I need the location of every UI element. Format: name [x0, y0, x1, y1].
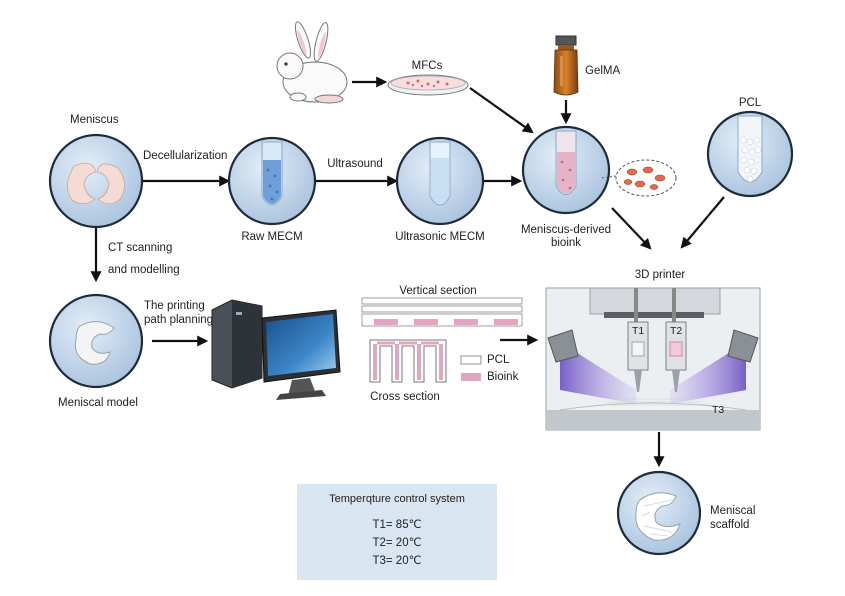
label-pcl: PCL	[738, 97, 762, 109]
label-t2: T2	[670, 325, 683, 337]
temperature-t1: T1= 85℃	[372, 519, 422, 531]
temperature-t3: T3= 20℃	[372, 555, 422, 567]
cells-inset	[601, 159, 677, 197]
pcl-circle	[706, 110, 794, 198]
label-ct-line2: and modelling	[108, 264, 180, 276]
vertical-section-diagram	[361, 297, 523, 327]
gelma-vial	[553, 35, 579, 96]
temperature-t2: T2= 20℃	[372, 537, 422, 549]
label-planning-line1: The printing	[144, 300, 205, 312]
label-ultrasound: Ultrasound	[327, 158, 383, 170]
label-planning-line2: path planning	[144, 314, 214, 326]
computer-illustration	[211, 299, 341, 400]
printer-illustration	[545, 287, 761, 431]
temperature-control-panel: Temperqture control system T1= 85℃ T2= 2…	[297, 484, 497, 580]
label-cross-section: Cross section	[370, 391, 440, 403]
label-meniscal-model: Meniscal model	[58, 397, 138, 409]
legend-pcl-label: PCL	[487, 354, 510, 366]
temperature-panel-title: Temperqture control system	[329, 493, 465, 505]
arrows	[90, 76, 725, 468]
petri-dish	[387, 74, 469, 96]
label-scaffold-line1: Meniscal	[710, 505, 756, 517]
label-t3: T3	[712, 404, 725, 416]
nozzle-t2	[665, 288, 687, 392]
section-legend	[460, 355, 482, 381]
label-mfcs: MFCs	[411, 60, 443, 72]
cross-section-diagram	[369, 339, 447, 383]
legend-bioink-label: Bioink	[487, 371, 519, 383]
label-ultrasonic-mecm: Ultrasonic MECM	[395, 231, 485, 243]
meniscus-circle	[48, 133, 144, 229]
bioink-circle	[521, 125, 611, 215]
label-decellularization: Decellularization	[143, 150, 228, 162]
arrow-mfcs-to-bioink	[469, 87, 534, 134]
rabbit-illustration	[276, 21, 348, 104]
label-bioink-line2: bioink	[550, 237, 582, 249]
label-ct-line1: CT scanning	[108, 242, 173, 254]
label-vertical-section: Vertical section	[399, 285, 477, 297]
label-meniscus: Meniscus	[70, 114, 119, 126]
label-raw-mecm: Raw MECM	[241, 231, 303, 243]
arrow-pcl-to-printer	[680, 196, 725, 249]
raw-mecm-circle	[227, 136, 317, 226]
label-scaffold-line2: scaffold	[710, 519, 750, 531]
label-t1: T1	[632, 325, 645, 337]
meniscal-model-circle	[48, 293, 144, 389]
label-bioink-line1: Meniscus-derived	[520, 224, 612, 236]
meniscal-scaffold-circle	[616, 470, 702, 556]
label-gelma: GelMA	[585, 65, 621, 77]
label-3d-printer: 3D printer	[634, 269, 686, 281]
ultrasonic-mecm-circle	[395, 136, 485, 226]
nozzle-t1	[627, 288, 649, 392]
arrow-bioink-to-printer	[611, 207, 652, 250]
